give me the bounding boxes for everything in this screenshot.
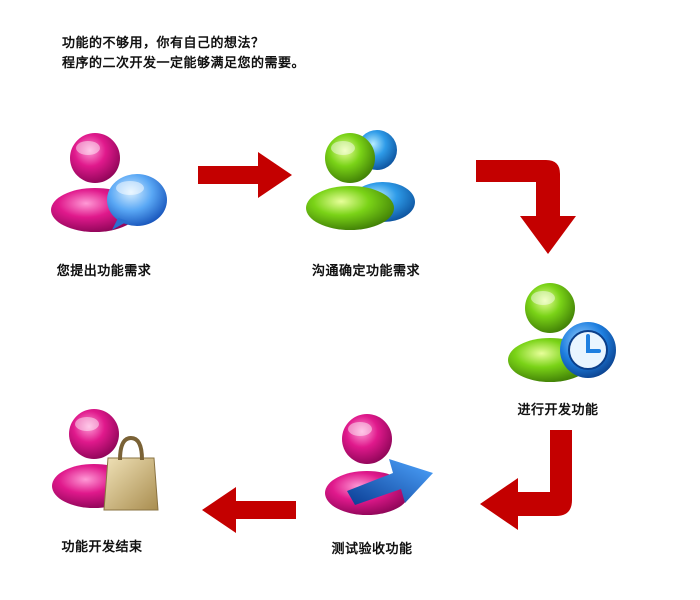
step-label-finish: 功能开发结束 bbox=[61, 540, 143, 555]
intro-line-2: 程序的二次开发一定能够满足您的需要。 bbox=[62, 56, 306, 71]
step-label-confirm: 沟通确定功能需求 bbox=[311, 264, 421, 279]
intro-text: 功能的不够用，你有自己的想法？ 程序的二次开发一定能够满足您的需要。 bbox=[62, 34, 305, 74]
magenta-person-shopping-bag-icon bbox=[42, 398, 172, 511]
step-label-test: 测试验收功能 bbox=[331, 542, 413, 557]
intro-line-1: 功能的不够用，你有自己的想法？ bbox=[62, 36, 265, 51]
arrow-right-down-icon bbox=[476, 160, 576, 254]
green-person-clock-icon bbox=[500, 272, 630, 382]
step-label-develop: 进行开发功能 bbox=[517, 403, 599, 418]
step-label-submit: 您提出功能需求 bbox=[56, 264, 152, 279]
magenta-person-upload-arrow-icon bbox=[315, 403, 445, 515]
arrow-right-1-icon bbox=[198, 152, 292, 198]
green-blue-people-icon bbox=[295, 120, 425, 230]
magenta-person-chat-bubble-icon bbox=[40, 120, 170, 232]
arrow-down-left-icon bbox=[480, 430, 572, 530]
arrow-left-icon bbox=[202, 487, 296, 533]
